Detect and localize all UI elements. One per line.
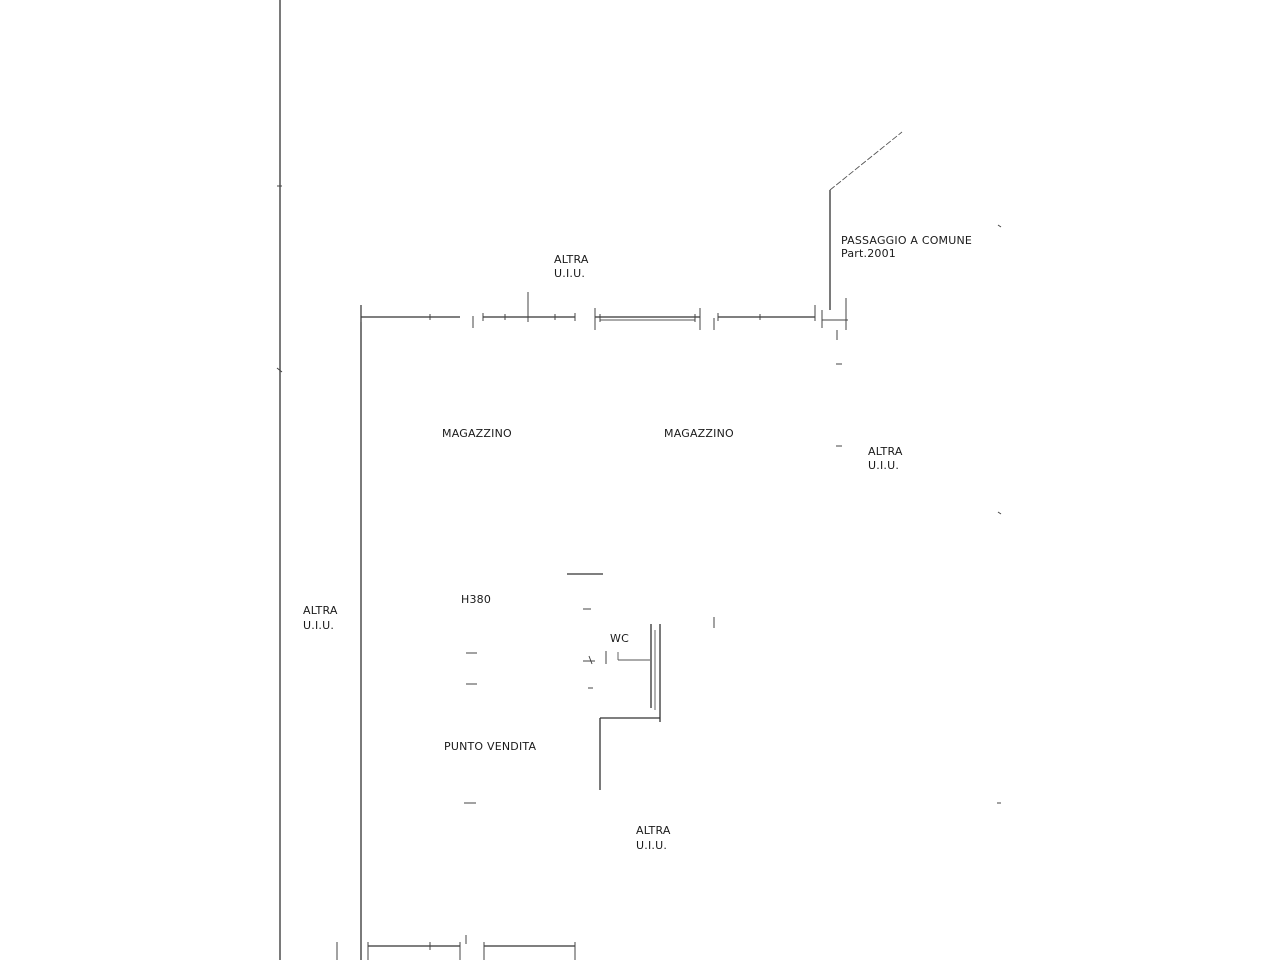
- outer-boundary-left: [276, 0, 283, 960]
- unit-bottom-wall: [336, 935, 576, 960]
- label-uiu-left: U.I.U.: [303, 619, 334, 632]
- label-uiu-right: U.I.U.: [868, 459, 899, 472]
- label-particella: Part.2001: [841, 247, 896, 260]
- label-altra-left: ALTRA: [303, 604, 338, 617]
- unit-top-wall: [360, 292, 816, 330]
- label-punto-vendita: PUNTO VENDITA: [444, 740, 536, 753]
- wc-partitions: [567, 573, 715, 790]
- label-magazzino-right: MAGAZZINO: [664, 427, 734, 440]
- label-altra-top: ALTRA: [554, 253, 589, 266]
- label-magazzino-left: MAGAZZINO: [442, 427, 512, 440]
- interior-markers: [464, 652, 477, 804]
- label-altra-bottom: ALTRA: [636, 824, 671, 837]
- label-wc: WC: [610, 632, 629, 645]
- right-edge-markers: [997, 224, 1002, 804]
- passage-boundary: [821, 131, 903, 447]
- label-uiu-bottom: U.I.U.: [636, 839, 667, 852]
- label-height: H380: [461, 593, 491, 606]
- label-uiu-top: U.I.U.: [554, 267, 585, 280]
- label-altra-right: ALTRA: [868, 445, 903, 458]
- label-passaggio-comune: PASSAGGIO A COMUNE: [841, 234, 972, 247]
